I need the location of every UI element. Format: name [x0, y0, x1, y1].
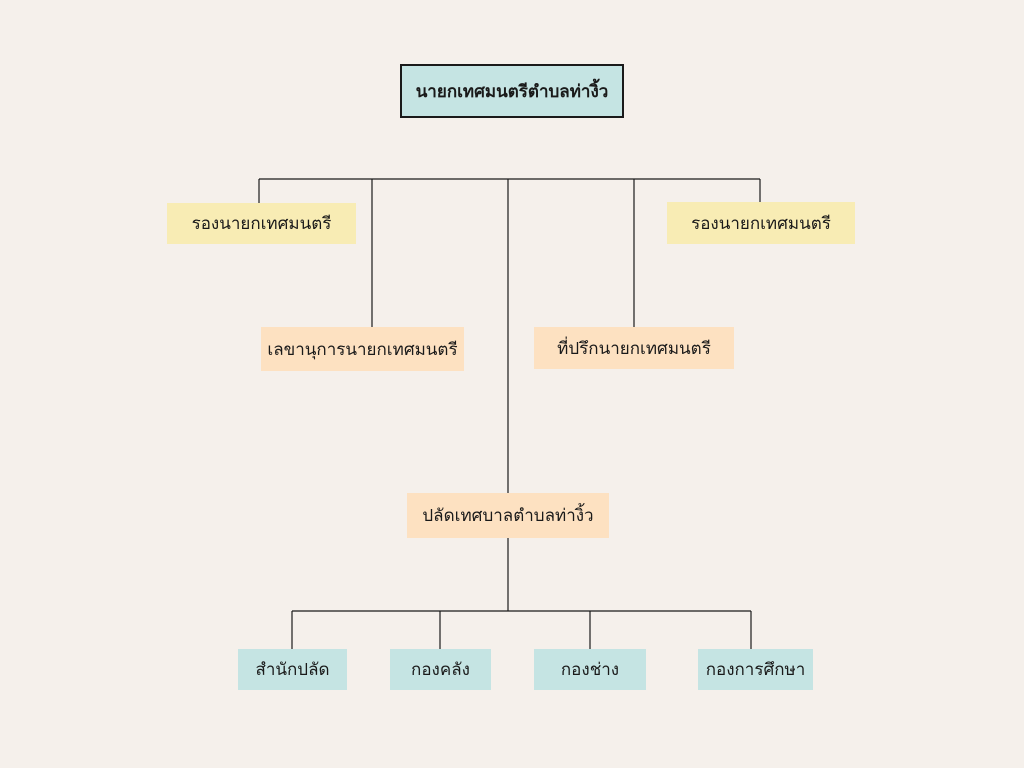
- node-deputy-left-label: รองนายกเทศมนตรี: [191, 214, 332, 234]
- node-clerk: ปลัดเทศบาลตำบลท่างิ้ว: [407, 493, 609, 538]
- node-deputy-left: รองนายกเทศมนตรี: [167, 203, 356, 244]
- node-advisor-label: ที่ปรึกนายกเทศมนตรี: [557, 338, 711, 359]
- node-division-office: สำนักปลัด: [238, 649, 347, 690]
- node-mayor-label: นายกเทศมนตรีตำบลท่างิ้ว: [415, 81, 609, 102]
- node-division-education: กองการศึกษา: [698, 649, 813, 690]
- node-secretary: เลขานุการนายกเทศมนตรี: [261, 327, 464, 371]
- node-division-engineering: กองช่าง: [534, 649, 646, 690]
- node-division-finance-label: กองคลัง: [411, 660, 470, 680]
- node-secretary-label: เลขานุการนายกเทศมนตรี: [267, 339, 458, 360]
- node-clerk-label: ปลัดเทศบาลตำบลท่างิ้ว: [422, 506, 594, 526]
- node-division-office-label: สำนักปลัด: [255, 660, 330, 680]
- node-mayor: นายกเทศมนตรีตำบลท่างิ้ว: [400, 64, 624, 118]
- node-division-engineering-label: กองช่าง: [560, 660, 620, 680]
- node-division-finance: กองคลัง: [390, 649, 491, 690]
- node-deputy-right-label: รองนายกเทศมนตรี: [691, 213, 831, 234]
- node-division-education-label: กองการศึกษา: [705, 660, 806, 680]
- node-deputy-right: รองนายกเทศมนตรี: [667, 202, 855, 244]
- node-advisor: ที่ปรึกนายกเทศมนตรี: [534, 327, 734, 369]
